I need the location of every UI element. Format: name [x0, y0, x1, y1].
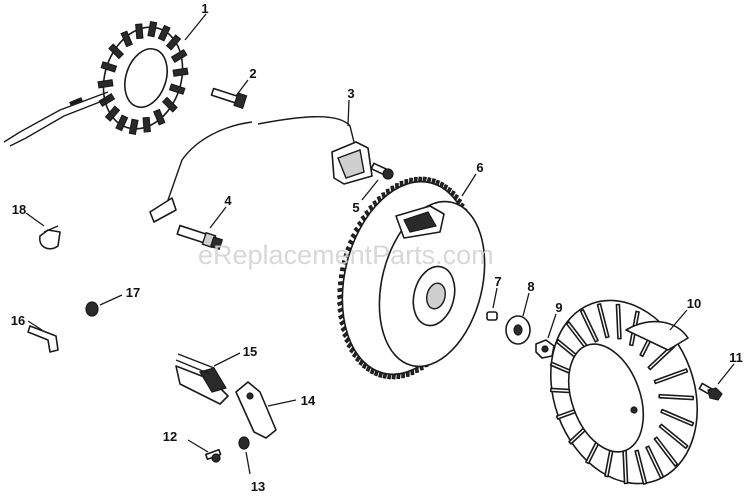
stator-tooth — [115, 114, 129, 132]
callout-11: 11 — [729, 350, 743, 365]
callout-9: 9 — [555, 300, 562, 315]
callout-18: 18 — [12, 202, 26, 217]
fan-blade — [634, 449, 648, 485]
fan-blade — [658, 393, 695, 401]
fan-blade — [645, 445, 665, 479]
part-key — [486, 311, 498, 321]
callout-5: 5 — [352, 200, 359, 215]
callout-16: 16 — [11, 313, 25, 328]
stator-tooth — [104, 105, 121, 122]
stator-tooth — [128, 118, 139, 135]
stator-tooth — [161, 96, 178, 113]
part-small-washer — [238, 436, 250, 450]
stator-tooth — [147, 21, 158, 38]
fan-blade — [660, 408, 695, 427]
stator-tooth — [172, 67, 189, 77]
stator-tooth — [97, 79, 114, 89]
part-clip-16 — [27, 325, 59, 353]
callout-2: 2 — [249, 66, 256, 81]
fan-blade — [622, 448, 629, 485]
fan-blade — [615, 303, 622, 340]
callout-12: 12 — [163, 429, 177, 444]
stator-tooth — [135, 23, 144, 40]
stator-tooth — [120, 30, 133, 48]
part-ignition-module — [149, 116, 373, 223]
part-bolt-2 — [210, 87, 248, 109]
stator-tooth — [168, 83, 186, 95]
part-bracket-14 — [235, 381, 277, 439]
part-screw-11 — [698, 382, 723, 401]
callout-3: 3 — [347, 86, 354, 101]
fan-blade — [658, 423, 689, 450]
fan-blade — [596, 303, 610, 339]
part-flywheel — [336, 176, 486, 380]
callout-15: 15 — [243, 344, 257, 359]
callout-10: 10 — [687, 296, 701, 311]
callout-1: 1 — [201, 1, 208, 16]
part-spark-plug — [176, 224, 224, 251]
stator-tooth — [100, 61, 118, 73]
stator-tooth — [157, 24, 171, 42]
fan-blade — [653, 436, 679, 467]
callout-17: 17 — [126, 285, 140, 300]
stator-tooth — [142, 116, 151, 133]
part-bracket-15 — [175, 353, 229, 405]
stator-tooth — [153, 108, 166, 126]
callout-6: 6 — [476, 160, 483, 175]
part-nut-17 — [85, 301, 99, 317]
leader-lines — [25, 13, 735, 475]
callout-8: 8 — [527, 279, 534, 294]
part-washer — [505, 315, 531, 345]
stator-tooth — [108, 43, 125, 60]
part-clamp-18 — [39, 225, 61, 250]
part-fan — [549, 299, 699, 485]
stator-tooth — [165, 34, 182, 51]
part-screw-12 — [204, 448, 222, 463]
part-screw-5 — [370, 162, 394, 180]
fan-blade — [653, 368, 689, 385]
callout-4: 4 — [224, 193, 232, 208]
callout-14: 14 — [301, 393, 316, 408]
watermark: eReplacementParts.com — [198, 240, 494, 270]
part-nut — [535, 339, 555, 359]
fan-blade — [579, 309, 599, 343]
stator-tooth — [170, 48, 188, 64]
callout-13: 13 — [251, 479, 265, 494]
callout-labels: 1 2 3 4 5 6 7 8 9 10 11 12 13 14 15 16 1… — [11, 1, 743, 494]
callout-7: 7 — [494, 274, 501, 289]
part-stator — [3, 21, 189, 147]
